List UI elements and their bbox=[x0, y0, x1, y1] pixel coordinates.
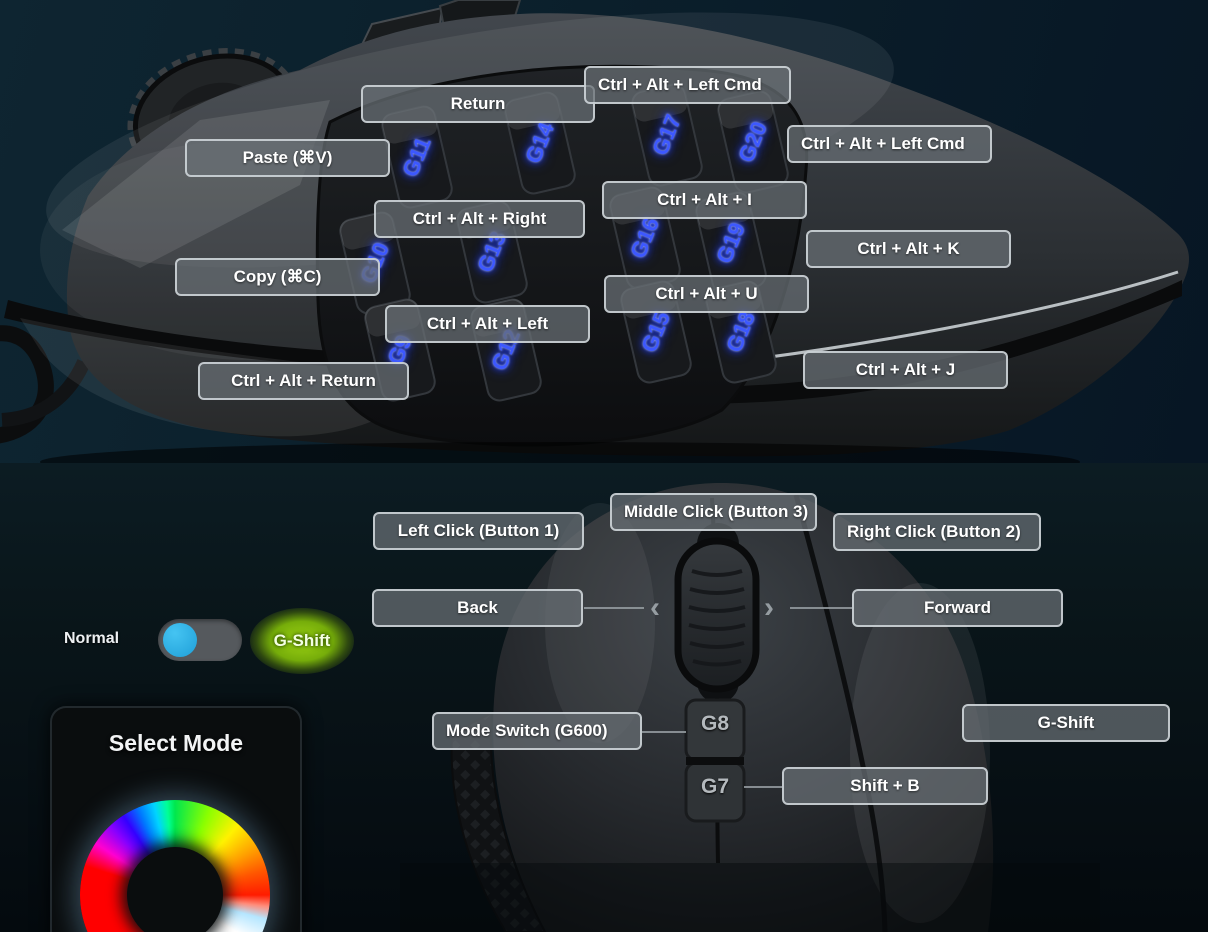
mapping-label-gshift[interactable]: G-Shift bbox=[962, 704, 1170, 742]
mapping-label-ctrl-alt-j[interactable]: Ctrl + Alt + J bbox=[803, 351, 1008, 389]
g8-button[interactable]: G8 bbox=[700, 712, 729, 735]
front-view-section: G8 G7 ‹ › Left Click (Button 1) Middle C… bbox=[0, 463, 1208, 932]
select-mode-panel: Select Mode bbox=[50, 706, 302, 932]
mode-color-wheel[interactable] bbox=[80, 800, 270, 932]
mode-toggle-switch[interactable] bbox=[158, 619, 242, 661]
shift-b-connector-line bbox=[744, 786, 782, 788]
mapping-label-ctrl-alt-k[interactable]: Ctrl + Alt + K bbox=[806, 230, 1011, 268]
back-connector-line bbox=[584, 607, 644, 609]
mapping-label-ctrl-alt-right[interactable]: Ctrl + Alt + Right bbox=[374, 200, 585, 238]
mapping-label-ctrl-alt-return[interactable]: Ctrl + Alt + Return bbox=[198, 362, 409, 400]
mapping-label-paste[interactable]: Paste (⌘V) bbox=[185, 139, 390, 177]
color-wheel-center bbox=[127, 847, 223, 932]
select-mode-title: Select Mode bbox=[108, 730, 244, 756]
scroll-right-arrow-icon: › bbox=[764, 591, 774, 624]
side-view-section: G11 G14 G17 G20 G10 G13 G16 G19 G9 G12 G… bbox=[0, 0, 1208, 463]
scroll-left-arrow-icon: ‹ bbox=[650, 591, 660, 624]
mode-switch-connector-line bbox=[642, 731, 686, 733]
mapping-label-back[interactable]: Back bbox=[372, 589, 583, 627]
mapping-label-ctrl-alt-i[interactable]: Ctrl + Alt + I bbox=[602, 181, 807, 219]
g7-button[interactable]: G7 bbox=[700, 775, 729, 798]
mapping-label-shift-b[interactable]: Shift + B bbox=[782, 767, 988, 805]
mapping-label-return[interactable]: Return bbox=[361, 85, 595, 123]
mapping-label-middle-click[interactable]: Middle Click (Button 3) bbox=[610, 493, 817, 531]
mapping-label-left-click[interactable]: Left Click (Button 1) bbox=[373, 512, 584, 550]
mapping-label-ctrl-alt-left-cmd-2[interactable]: Ctrl + Alt + Left Cmd bbox=[787, 125, 992, 163]
gshift-mode-label[interactable]: G-Shift bbox=[250, 608, 354, 674]
normal-mode-label: Normal bbox=[64, 630, 120, 647]
mapping-label-ctrl-alt-left[interactable]: Ctrl + Alt + Left bbox=[385, 305, 590, 343]
mapping-label-mode-switch[interactable]: Mode Switch (G600) bbox=[432, 712, 642, 750]
forward-connector-line bbox=[790, 607, 852, 609]
mapping-label-ctrl-alt-left-cmd-1[interactable]: Ctrl + Alt + Left Cmd bbox=[584, 66, 791, 104]
mapping-label-copy[interactable]: Copy (⌘C) bbox=[175, 258, 380, 296]
mapping-label-ctrl-alt-u[interactable]: Ctrl + Alt + U bbox=[604, 275, 809, 313]
mapping-label-right-click[interactable]: Right Click (Button 2) bbox=[833, 513, 1041, 551]
toggle-knob[interactable] bbox=[163, 623, 197, 657]
mapping-label-forward[interactable]: Forward bbox=[852, 589, 1063, 627]
